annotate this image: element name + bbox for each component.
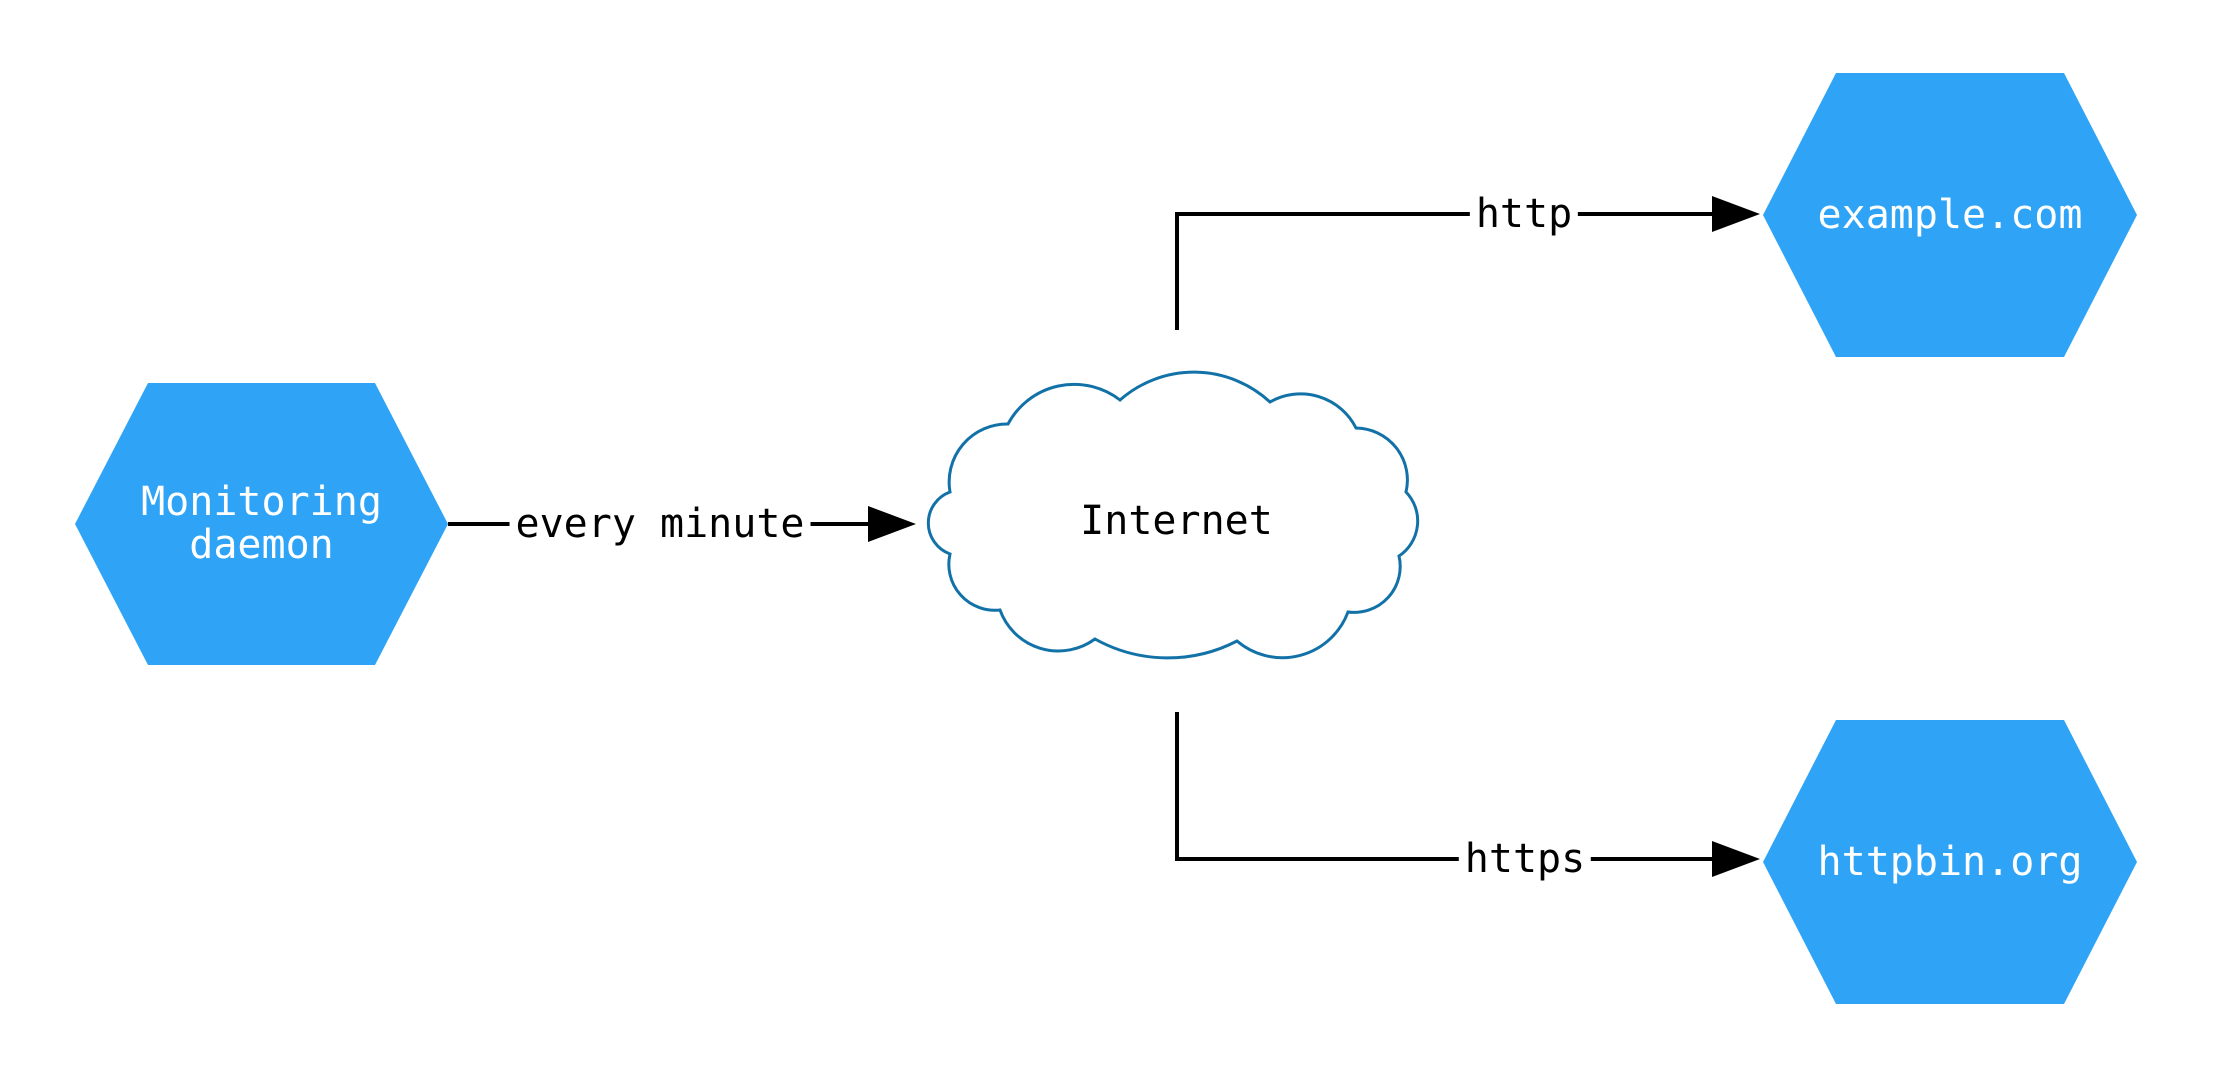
monitoring-daemon-node [75, 383, 448, 665]
edge-https-line [1175, 712, 1714, 861]
edge-http-line [1175, 212, 1714, 330]
example-com-node [1763, 73, 2137, 357]
arrowhead-http-icon [1712, 196, 1760, 232]
httpbin-org-node [1763, 720, 2137, 1004]
internet-cloud-node [926, 370, 1420, 660]
arrowhead-https-icon [1712, 841, 1760, 877]
arrowhead-every-minute-icon [868, 506, 916, 542]
